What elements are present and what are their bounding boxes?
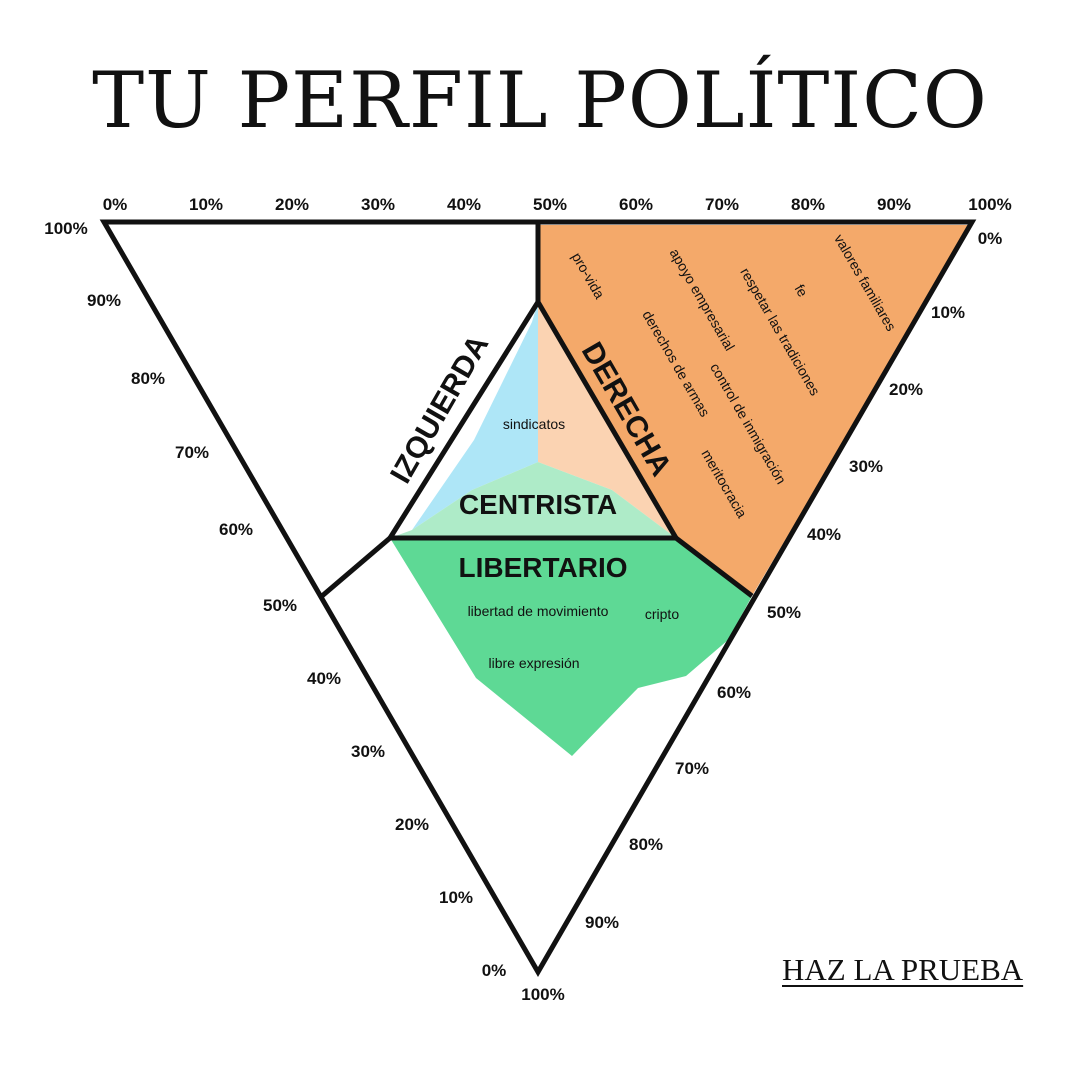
left-tick-90: 90% bbox=[87, 291, 121, 310]
item-sindicatos: sindicatos bbox=[503, 416, 565, 432]
left-tick-10: 10% bbox=[439, 888, 473, 907]
top-tick-40: 40% bbox=[447, 195, 481, 214]
top-tick-50: 50% bbox=[533, 195, 567, 214]
left-tick-70: 70% bbox=[175, 443, 209, 462]
right-tick-40: 40% bbox=[807, 525, 841, 544]
right-tick-10: 10% bbox=[931, 303, 965, 322]
right-tick-70: 70% bbox=[675, 759, 709, 778]
top-tick-60: 60% bbox=[619, 195, 653, 214]
right-tick-0: 0% bbox=[978, 229, 1003, 248]
right-axis: 0% 10% 20% 30% 40% 50% 60% 70% 80% 90% 1… bbox=[521, 229, 1002, 1004]
top-tick-70: 70% bbox=[705, 195, 739, 214]
top-tick-80: 80% bbox=[791, 195, 825, 214]
derecha-region bbox=[538, 225, 972, 596]
item-libertad-movimiento: libertad de movimiento bbox=[468, 603, 609, 619]
top-tick-0: 0% bbox=[103, 195, 128, 214]
right-tick-60: 60% bbox=[717, 683, 751, 702]
take-test-link[interactable]: HAZ LA PRUEBA bbox=[782, 952, 1024, 987]
top-tick-20: 20% bbox=[275, 195, 309, 214]
left-tick-30: 30% bbox=[351, 742, 385, 761]
left-tick-50: 50% bbox=[263, 596, 297, 615]
page-title: TU PERFIL POLÍTICO bbox=[92, 56, 988, 146]
item-libre-expresion: libre expresión bbox=[488, 655, 579, 671]
left-tick-0: 0% bbox=[482, 961, 507, 980]
right-tick-20: 20% bbox=[889, 380, 923, 399]
left-tick-100: 100% bbox=[44, 219, 87, 238]
item-cripto: cripto bbox=[645, 606, 679, 622]
libertario-label: LIBERTARIO bbox=[458, 552, 627, 583]
izquierda-region bbox=[412, 302, 538, 530]
top-tick-10: 10% bbox=[189, 195, 223, 214]
top-tick-90: 90% bbox=[877, 195, 911, 214]
left-tick-80: 80% bbox=[131, 369, 165, 388]
right-tick-90: 90% bbox=[585, 913, 619, 932]
top-axis: 0% 10% 20% 30% 40% 50% 60% 70% 80% 90% 1… bbox=[103, 195, 1012, 214]
left-tick-60: 60% bbox=[219, 520, 253, 539]
libertario-region bbox=[390, 538, 752, 756]
centrista-label: CENTRISTA bbox=[459, 489, 617, 520]
bottom-tick-100: 100% bbox=[521, 985, 564, 1004]
top-tick-30: 30% bbox=[361, 195, 395, 214]
centrista-region bbox=[390, 462, 676, 538]
right-tick-80: 80% bbox=[629, 835, 663, 854]
top-tick-100: 100% bbox=[968, 195, 1011, 214]
left-tick-20: 20% bbox=[395, 815, 429, 834]
right-tick-30: 30% bbox=[849, 457, 883, 476]
triangle-outline bbox=[99, 219, 977, 977]
left-axis: 100% 90% 80% 70% 60% 50% 40% 30% 20% 10%… bbox=[44, 219, 506, 980]
left-tick-40: 40% bbox=[307, 669, 341, 688]
right-tick-50: 50% bbox=[767, 603, 801, 622]
